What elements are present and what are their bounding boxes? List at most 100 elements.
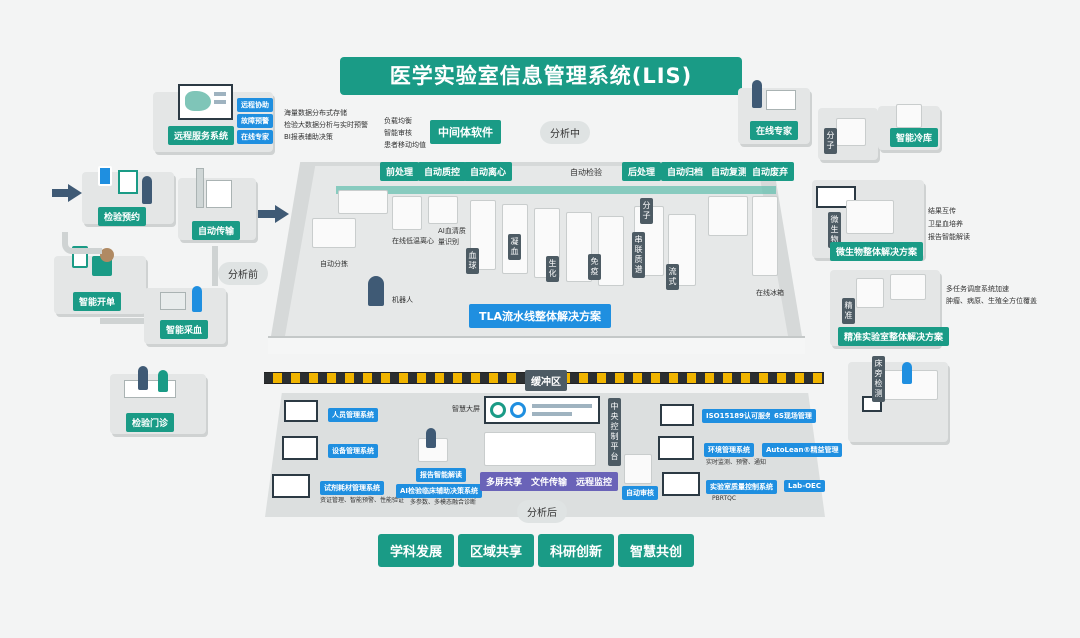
precision-note-2: 肿瘤、病原、生殖全方位覆盖 [946,297,1037,305]
molecule-tag: 分子 [824,128,837,154]
poct-person-icon [902,362,912,384]
middleware-note-1: 负载均衡 [384,117,412,125]
molecule-machine [836,118,866,146]
equipment-monitor-icon [282,436,318,460]
lab-oec-tag: Lab-OEC [784,480,825,492]
workstation-row [484,432,596,466]
autolean-tag: AutoLean®精益管理 [762,443,843,457]
transport-arrow-bar [258,210,276,218]
centrifuge-machine [392,196,422,230]
smart-screen-panel [484,396,600,424]
central-control-tag: 中央控制平台 [608,398,621,466]
pre-process-tag: 前处理 [380,162,420,181]
reagent-system-tag: 试剂耗材管理系统 [320,481,384,495]
expert-person-icon [752,80,762,108]
post-process-tag: 后处理 [622,162,662,181]
fault-warning-tag: 故障预警 [237,114,273,128]
reagent-monitor-icon [272,474,310,498]
biochem-tag: 生化 [546,256,559,282]
blood-cell-tag: 血球 [466,248,479,274]
flow-cyto-tag: 流式 [666,264,679,290]
nurse-icon [192,286,202,312]
sorter-machine [312,218,356,248]
clinic-label: 检验门诊 [126,413,175,432]
auto-sort-label: 自动分拣 [320,260,348,268]
flow-connector-2 [100,318,144,324]
serum-ai-machine [428,196,458,224]
remote-assist-tag: 远程协助 [237,98,273,112]
molecular-tag: 分子 [640,198,653,224]
auto-archive-tag: 自动归档 [661,162,710,181]
middleware-note-2: 智能审核 [384,129,412,137]
ai-decision-note: 多参数、多模态融合诊断 [410,499,477,506]
remote-service-label: 远程服务系统 [168,126,235,145]
entry-arrow-bar [52,189,70,197]
postprocess-machine [708,196,748,236]
low-temp-centrifuge-label: 在线低温离心 [392,237,434,245]
precision-solution-label: 精准实验室整体解决方案 [838,327,950,346]
transport-arrow-icon [275,205,289,223]
research-innovation-button: 科研创新 [538,534,615,567]
auto-transport-label: 自动传输 [192,221,241,240]
env-system-tag: 环境管理系统 [704,443,754,457]
file-transfer-tag: 文件传输 [525,472,574,491]
microbe-solution-label: 微生物整体解决方案 [830,242,924,261]
qc-system-tag: 实验室质量控制系统 [706,480,777,494]
microbe-machine [846,200,894,234]
pre-analysis-label: 分析前 [218,262,268,285]
mass-spec-tag: 串联质谱 [632,232,645,278]
smart-screen-label: 智慧大屏 [452,405,480,413]
booking-label: 检验预约 [98,207,147,226]
microbe-note-1: 结果互传 [928,207,956,215]
iso-tag: ISO15189认可服务 [702,409,776,423]
remote-monitor-icon [178,84,233,120]
equipment-system-tag: 设备管理系统 [328,444,378,458]
middleware-note-3: 患者移动均值 [384,141,426,149]
auto-discard-tag: 自动废弃 [746,162,795,181]
expert-desk-icon [766,90,796,110]
env-monitor-icon [658,436,694,460]
page-title: 医学实验室信息管理系统(LIS) [340,57,742,95]
transport-station-icon [206,180,232,208]
microbe-note-3: 报告智能解读 [928,233,970,241]
remote-note-1: 海量数据分布式存储 [284,109,347,117]
smart-order-label: 智能开单 [73,292,122,311]
analysis-mid-label: 分析中 [540,121,590,144]
tla-platform-edge [268,336,805,354]
ai-decision-tag: AI检验临床辅助决策系统 [396,484,483,498]
auto-retest-tag: 自动复测 [705,162,754,181]
discipline-development-button: 学科发展 [378,534,455,567]
analyzer-3 [534,208,560,278]
pbrtqc-note: PBRTQC [712,495,737,502]
freezer-machine [896,104,922,128]
tla-solution-label: TLA流水线整体解决方案 [469,304,612,328]
entry-arrow-icon [68,184,82,202]
online-fridge-label: 在线冰箱 [756,289,784,297]
precision-machine-1 [856,278,884,308]
microbe-tag: 微生物 [828,212,841,248]
precision-tag: 精准 [842,298,855,324]
coagulation-tag: 凝血 [508,234,521,260]
6s-tag: 6S现场管理 [770,409,816,423]
buffer-label: 缓冲区 [525,370,567,391]
conveyor-track [336,186,776,194]
poct-tag: 床旁检测 [872,356,885,402]
report-ai-tag: 报告智能解读 [416,468,466,482]
serum-ai-label: AI血清质量识别 [438,227,466,246]
doctor-icon [138,366,148,390]
iso-monitor-icon [660,404,694,426]
robot-icon [368,276,384,306]
auto-centrifuge-tag: 自动离心 [464,162,513,181]
multi-screen-tag: 多屏共享 [480,472,529,491]
precision-note-1: 多任务调度系统加速 [946,285,1009,293]
immuno-tag: 免疫 [588,254,601,280]
personnel-monitor-icon [284,400,318,422]
online-expert-label: 在线专家 [750,121,799,140]
preprocess-machine [338,190,388,214]
analysis-post-label: 分析后 [517,500,567,523]
auto-review-tag: 自动审核 [622,486,658,500]
personnel-system-tag: 人员管理系统 [328,408,378,422]
blood-chair-icon [160,292,186,310]
remote-note-2: 检验大数据分析与实时预警 [284,121,368,129]
qc-monitor-icon [662,472,700,496]
